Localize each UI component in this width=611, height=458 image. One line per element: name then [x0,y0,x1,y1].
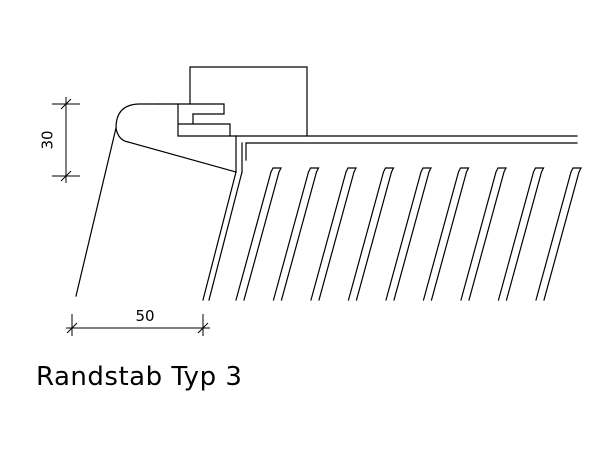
clamp-block [189,66,308,137]
dimension-height-label: 30 [39,130,57,149]
outer-edge [75,127,117,297]
slat [422,167,470,301]
edge-bar-profile [75,66,578,301]
slat [310,167,357,301]
hook-underside [127,141,237,173]
inner-edge [202,171,243,301]
lower-surface-line [245,142,578,161]
slat [235,167,282,301]
slat [347,167,395,301]
hook-nose [115,103,159,143]
slat-group [235,167,582,301]
slat [497,167,545,301]
web-post [235,135,243,173]
dimension-width-label: 50 [135,307,154,325]
dimension-height: 30 [39,97,80,183]
slat [385,167,432,301]
hook-top [157,103,225,115]
slat [535,167,582,301]
slat [460,167,507,301]
drawing-caption: Randstab Typ 3 [36,362,243,392]
slat [272,167,320,301]
dimension-width: 50 [66,307,210,336]
tab-slot [177,103,231,137]
